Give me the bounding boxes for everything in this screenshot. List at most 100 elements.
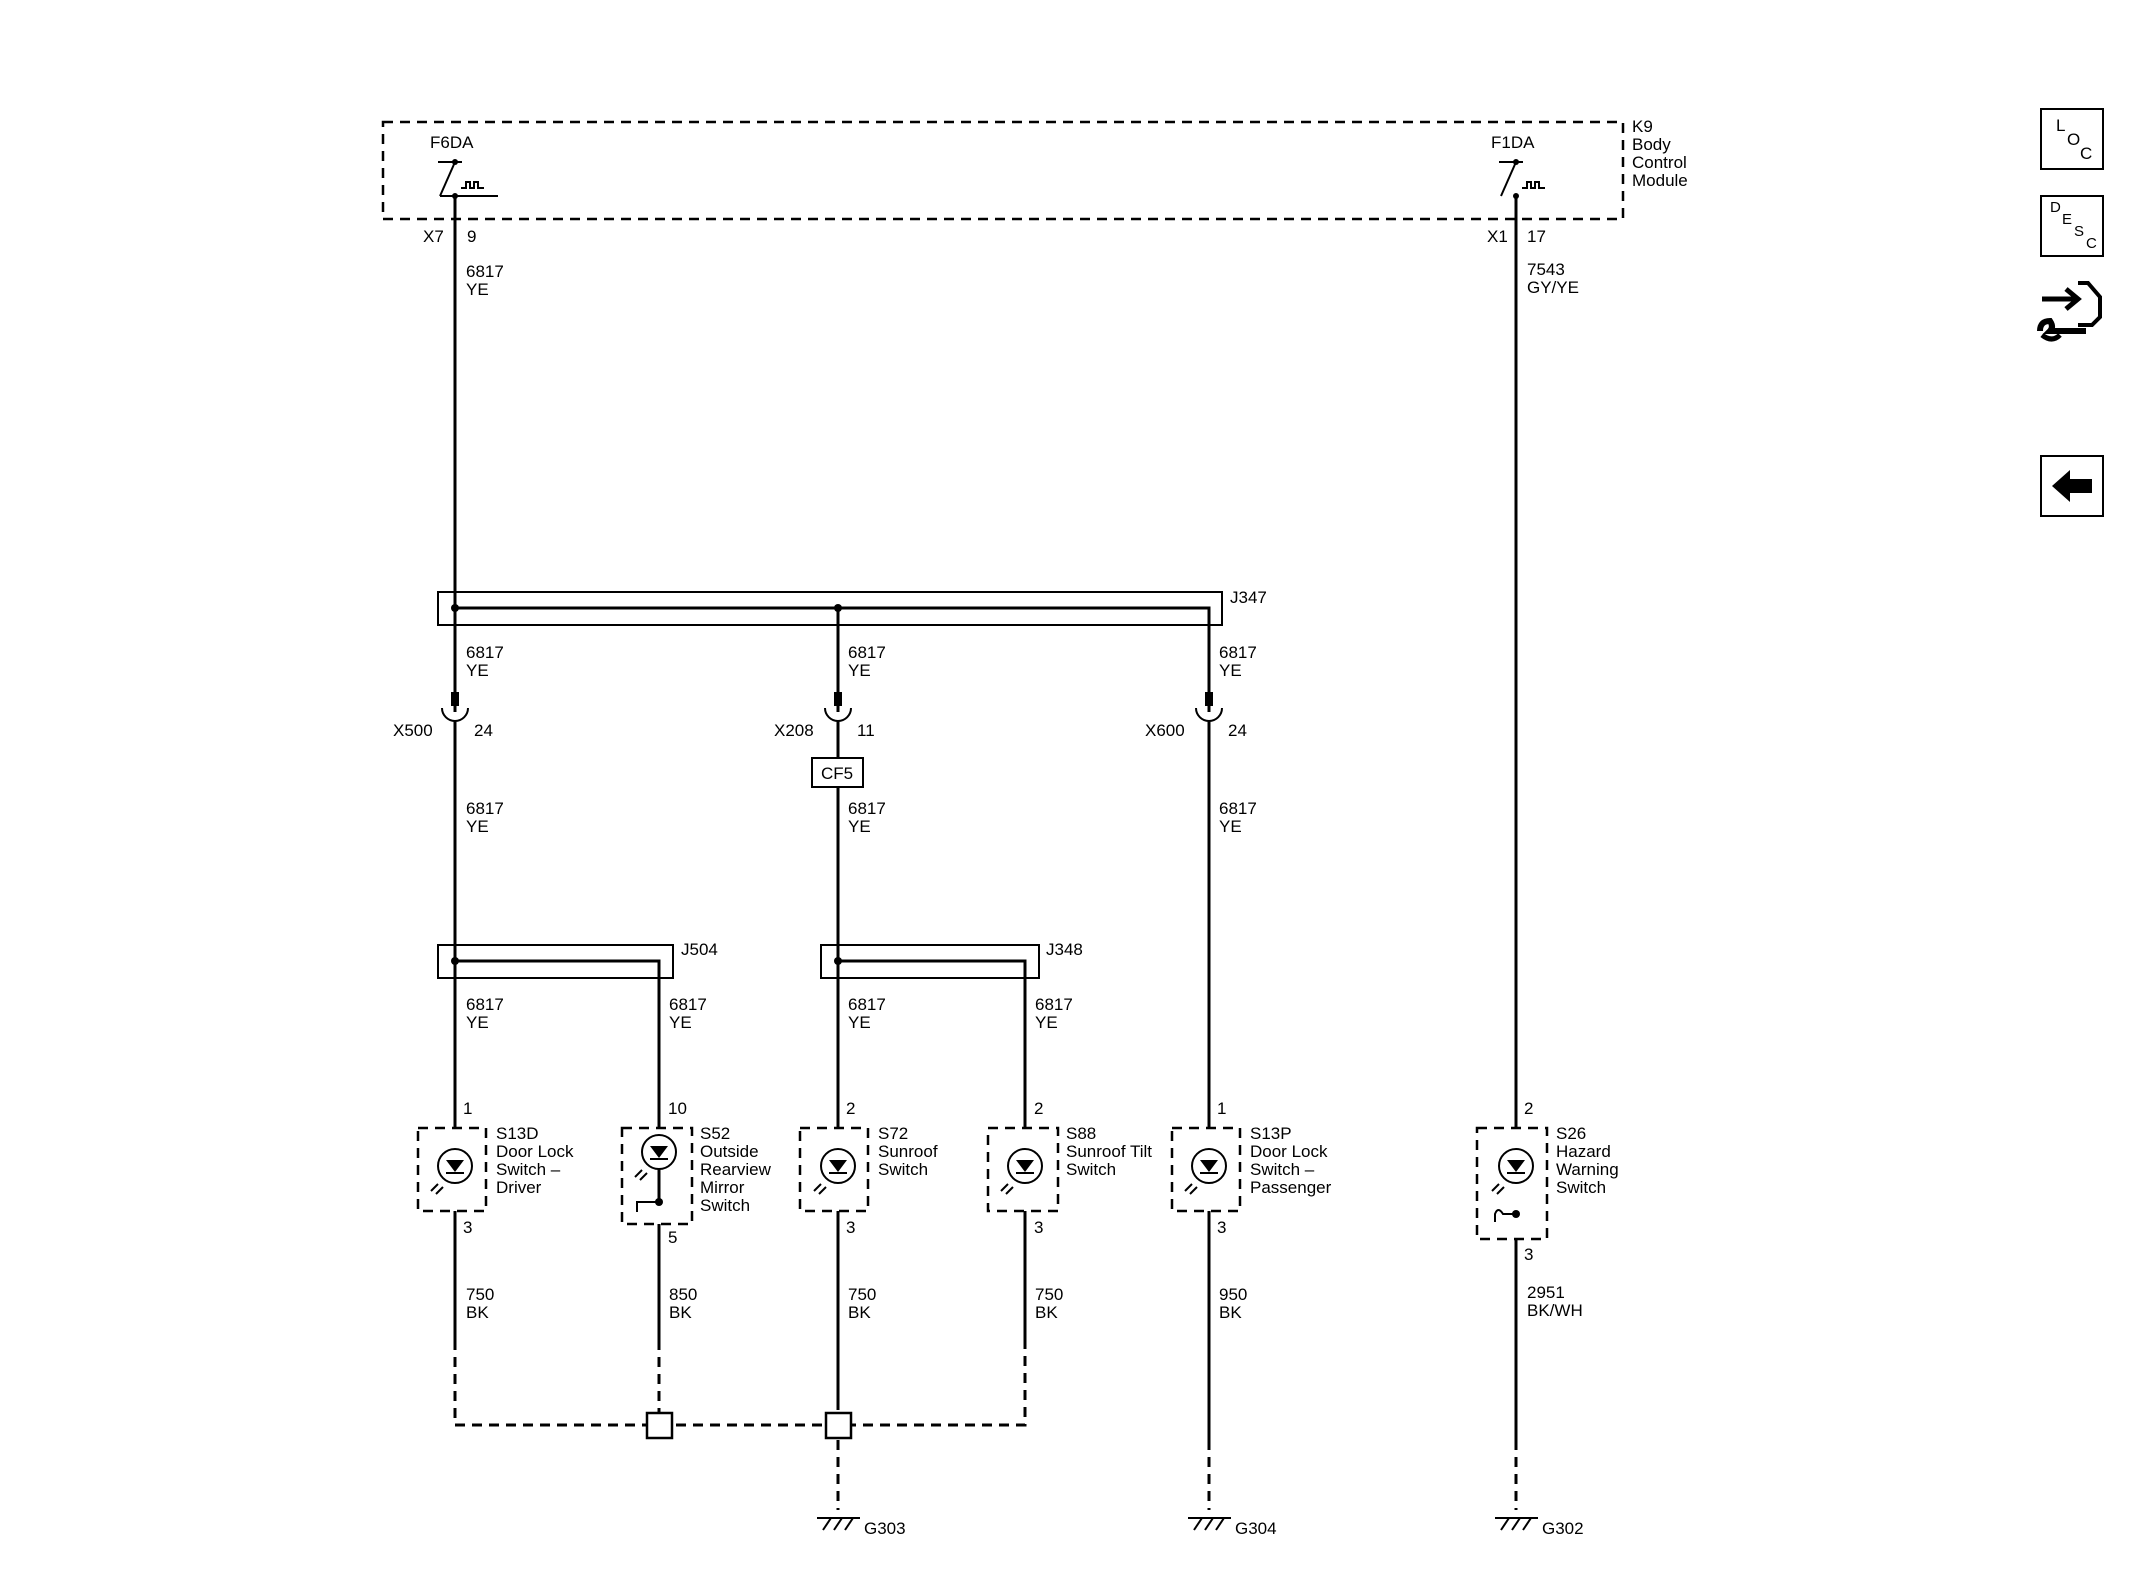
pin-top: 10 (668, 1099, 687, 1118)
circuit: 750 (848, 1285, 876, 1304)
color-gy-ye: GY/YE (1527, 278, 1579, 297)
color: BK (1219, 1303, 1242, 1322)
switch-desc: Switch (700, 1196, 750, 1215)
switch-ref: S72 (878, 1124, 908, 1143)
desc-letter: E (2062, 211, 2073, 228)
color: BK (669, 1303, 692, 1322)
location-button[interactable]: L O C (2040, 108, 2104, 170)
loc-letter: C (2080, 144, 2093, 163)
switch-s26: 2 S26 Hazard Warning Switch 3 2951 BK/WH (1475, 1099, 1619, 1320)
connector-label: X500 (393, 721, 433, 740)
switch-desc: Hazard (1556, 1142, 1611, 1161)
pin-bottom: 3 (846, 1218, 855, 1237)
ground-g303: G303 (817, 1517, 906, 1538)
switch-desc: Warning (1556, 1160, 1619, 1179)
circuit-6817: 6817 (1219, 643, 1257, 662)
color-ye: YE (848, 1013, 871, 1032)
circuit: 950 (1219, 1285, 1247, 1304)
switch-desc: Outside (700, 1142, 759, 1161)
color: BK/WH (1527, 1301, 1583, 1320)
switch-desc: Switch (1556, 1178, 1606, 1197)
ground-g302: G302 (1495, 1517, 1584, 1538)
pin-top: 2 (846, 1099, 855, 1118)
circuit-6817: 6817 (1219, 799, 1257, 818)
switch-s13p: 1 S13P Door Lock Switch – Passenger 3 95… (1170, 1099, 1332, 1322)
switch-desc: Switch (878, 1160, 928, 1179)
splice-label: J504 (681, 940, 718, 959)
driver-label: F6DA (430, 133, 474, 152)
color-ye: YE (669, 1013, 692, 1032)
connector-wrench-button[interactable] (2036, 275, 2108, 355)
circuit-6817: 6817 (466, 262, 504, 281)
pin-bottom: 3 (1524, 1245, 1533, 1264)
switch-ref: S13D (496, 1124, 539, 1143)
circuit-6817: 6817 (848, 643, 886, 662)
desc-letter: C (2086, 235, 2097, 252)
switch-s88: 2 S88 Sunroof Tilt Switch 3 750 BK (986, 1099, 1152, 1322)
color-ye: YE (466, 1013, 489, 1032)
ground-splice (824, 1411, 853, 1440)
color-ye: YE (848, 661, 871, 680)
color-ye: YE (848, 817, 871, 836)
loc-letter: L (2056, 116, 2066, 135)
pin-top: 2 (1524, 1099, 1533, 1118)
circuit-6817: 6817 (848, 995, 886, 1014)
module-name-line1: Body (1632, 135, 1671, 154)
switch-desc: Switch – (1250, 1160, 1315, 1179)
pin-top: 1 (1217, 1099, 1226, 1118)
loc-letter: O (2067, 130, 2081, 149)
switch-ref: S13P (1250, 1124, 1292, 1143)
description-button[interactable]: D E S C (2040, 195, 2104, 257)
pin-bottom: 3 (1217, 1218, 1226, 1237)
color-ye: YE (466, 661, 489, 680)
circuit-6817: 6817 (848, 799, 886, 818)
ground-label: G303 (864, 1519, 906, 1538)
switch-ref: S88 (1066, 1124, 1096, 1143)
color: BK (1035, 1303, 1058, 1322)
color-ye: YE (466, 280, 489, 299)
ground-bus (453, 1340, 1027, 1427)
switch-desc: Mirror (700, 1178, 745, 1197)
color-ye: YE (1219, 817, 1242, 836)
pin-bottom: 3 (1034, 1218, 1043, 1237)
back-button[interactable] (2040, 455, 2104, 517)
connector-x1: X1 (1487, 227, 1508, 246)
connector-pin: 24 (1228, 721, 1247, 740)
connector-label: X600 (1145, 721, 1185, 740)
ground-label: G302 (1542, 1519, 1584, 1538)
circuit: 750 (466, 1285, 494, 1304)
inline-connector-x208: X208 11 (774, 692, 875, 740)
ground-label: G304 (1235, 1519, 1277, 1538)
pin-top: 2 (1034, 1099, 1043, 1118)
switch-desc: Driver (496, 1178, 542, 1197)
switch-desc: Sunroof Tilt (1066, 1142, 1152, 1161)
ground-splice (645, 1411, 674, 1440)
connector-wrench-icon (2037, 281, 2102, 342)
connector-label: X208 (774, 721, 814, 740)
color-ye: YE (1219, 661, 1242, 680)
desc-letter: D (2050, 199, 2061, 216)
pin-top: 1 (463, 1099, 472, 1118)
high-side-driver-f6da: F6DA (430, 133, 498, 199)
circuit: 850 (669, 1285, 697, 1304)
module-ref: K9 (1632, 117, 1653, 136)
circuit-6817: 6817 (466, 799, 504, 818)
pin-bottom: 5 (668, 1228, 677, 1247)
inline-connector-x500: X500 24 (393, 692, 493, 740)
switch-desc: Rearview (700, 1160, 772, 1179)
switch-desc: Door Lock (1250, 1142, 1328, 1161)
inline-connector-x600: X600 24 (1145, 692, 1247, 740)
connector-x7: X7 (423, 227, 444, 246)
switch-s13d: 1 S13D Door Lock Switch – Driver 3 750 B… (416, 1099, 574, 1322)
pin-17: 17 (1527, 227, 1546, 246)
high-side-driver-f1da: F1DA (1491, 133, 1545, 199)
circuit: 2951 (1527, 1283, 1565, 1302)
color: BK (466, 1303, 489, 1322)
body-control-module-box (381, 120, 1625, 221)
switch-ref: S52 (700, 1124, 730, 1143)
switch-desc: Switch – (496, 1160, 561, 1179)
splice-label: J348 (1046, 940, 1083, 959)
module-name-line2: Control (1632, 153, 1687, 172)
switch-ref: S26 (1556, 1124, 1586, 1143)
